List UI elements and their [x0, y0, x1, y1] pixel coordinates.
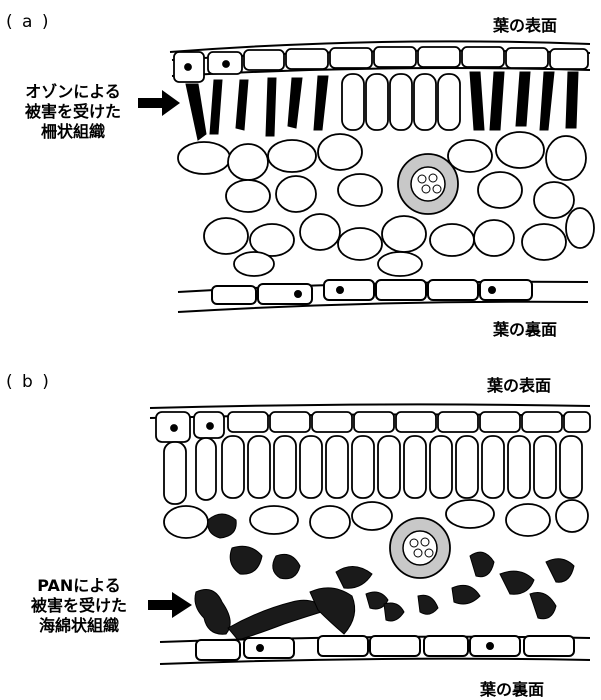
panel-b-label: ( b )	[6, 372, 51, 392]
panel-b-top-label: 葉の表面	[487, 372, 551, 396]
panel-b-arrow	[148, 592, 192, 618]
panel-a-arrow	[138, 90, 180, 116]
palisade-cells-b	[164, 436, 582, 504]
palisade-intact-cells	[342, 74, 460, 130]
vascular-bundle	[398, 154, 458, 214]
lower-epidermis-b	[160, 636, 590, 664]
leaf-cross-section-a	[0, 0, 601, 330]
vascular-bundle-b	[390, 518, 450, 578]
spongy-cells	[178, 132, 594, 276]
leaf-cross-section-b	[0, 396, 601, 696]
lower-epidermis	[178, 280, 588, 312]
